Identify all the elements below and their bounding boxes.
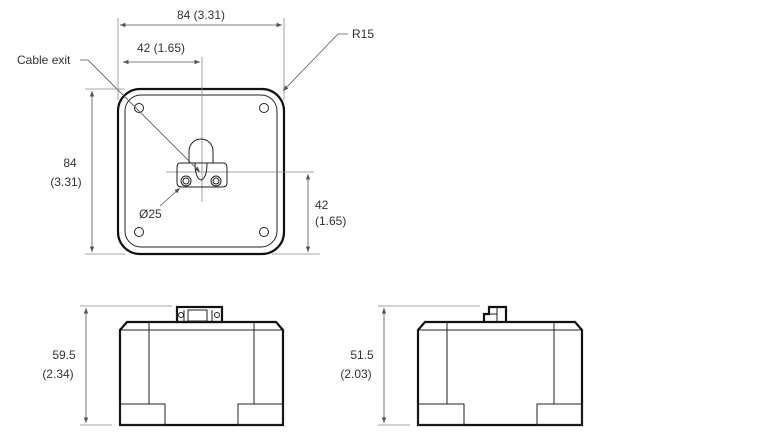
diameter-label: Ø25 xyxy=(139,207,162,221)
side-height-value: 51.5 xyxy=(350,348,374,362)
offset-dimension-value: 42 xyxy=(315,198,329,212)
housing-outline xyxy=(116,87,286,256)
front-view: 59.5 (2.34) xyxy=(42,305,285,427)
height-dimension-value: 84 xyxy=(63,156,77,170)
top-view: 84 (3.31) 42 (1.65) R15 Cable exit 84 (3… xyxy=(17,8,374,256)
housing-side-outline xyxy=(416,320,584,427)
housing-inner-outline xyxy=(124,94,278,248)
cable-exit-leader xyxy=(80,59,201,173)
side-height-inch: (2.03) xyxy=(340,367,371,381)
mounting-holes xyxy=(134,103,269,237)
connector-front xyxy=(175,305,224,324)
radius-leader xyxy=(282,33,348,92)
connector-side xyxy=(482,305,508,322)
offset-dimension-inch: (1.65) xyxy=(315,214,346,228)
front-height-value: 59.5 xyxy=(52,348,76,362)
side-view: 51.5 (2.03) xyxy=(340,305,584,427)
height-dimension-inch: (3.31) xyxy=(50,175,81,189)
housing-front-outline xyxy=(118,320,285,427)
cable-exit-label: Cable exit xyxy=(17,53,71,67)
cable-connector xyxy=(176,138,228,188)
radius-label: R15 xyxy=(352,27,374,41)
diameter-leader xyxy=(159,187,181,207)
width-dimension-label: 84 (3.31) xyxy=(177,8,225,22)
front-height-inch: (2.34) xyxy=(42,367,73,381)
half-width-dimension-label: 42 (1.65) xyxy=(137,41,185,55)
